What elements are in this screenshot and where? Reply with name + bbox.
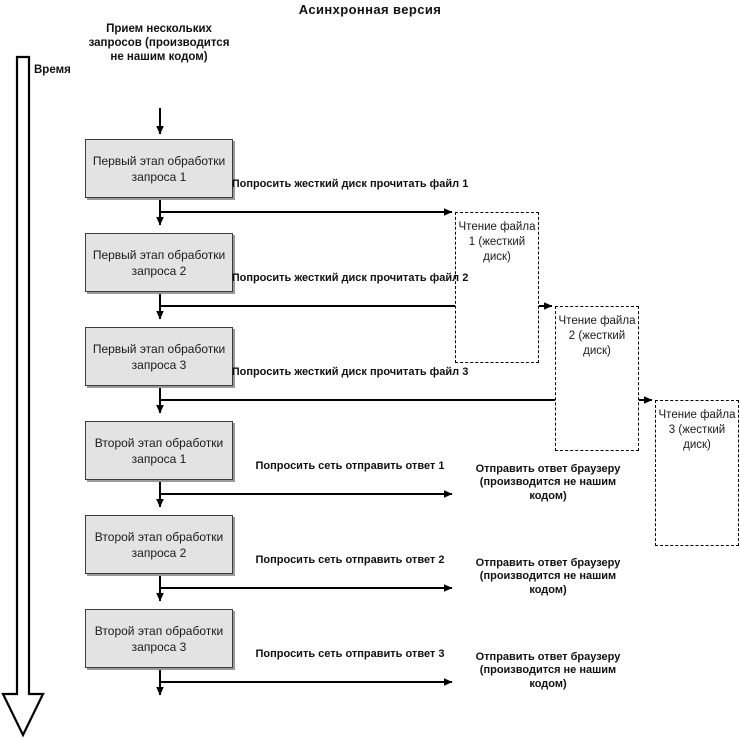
process-box-stage1-req3[interactable]: Первый этап обработки запроса 3 xyxy=(85,327,233,386)
process-box-label: Второй этап обработки запроса 3 xyxy=(94,623,224,654)
process-box-label: Второй этап обработки запроса 2 xyxy=(94,529,224,560)
network-request-caption-2: Попросить сеть отправить ответ 2 xyxy=(255,554,445,566)
process-box-label: Второй этап обработки запроса 1 xyxy=(94,435,224,466)
time-axis-arrow xyxy=(1,55,45,738)
process-box-stage1-req1[interactable]: Первый этап обработки запроса 1 xyxy=(85,139,233,198)
disk-request-caption-1: Попросить жесткий диск прочитать файл 1 xyxy=(231,178,469,190)
intake-caption: Прием нескольких запросов (производится … xyxy=(88,23,230,64)
process-box-label: Первый этап обработки запроса 2 xyxy=(92,247,226,278)
disk-read-box-1[interactable]: Чтение файла 1 (жесткий диск) xyxy=(455,212,539,363)
process-box-stage1-req2[interactable]: Первый этап обработки запроса 2 xyxy=(85,233,233,292)
process-box-stage2-req2[interactable]: Второй этап обработки запроса 2 xyxy=(85,515,233,574)
process-box-stage2-req1[interactable]: Второй этап обработки запроса 1 xyxy=(85,421,233,480)
process-box-label: Первый этап обработки запроса 3 xyxy=(92,341,226,372)
network-request-caption-3: Попросить сеть отправить ответ 3 xyxy=(255,648,445,660)
disk-request-caption-2: Попросить жесткий диск прочитать файл 2 xyxy=(231,272,469,284)
disk-read-label: Чтение файла 1 (жесткий диск) xyxy=(458,221,536,263)
network-response-caption-1: Отправить ответ браузеру (производится н… xyxy=(475,463,621,502)
disk-read-box-3[interactable]: Чтение файла 3 (жесткий диск) xyxy=(655,400,739,546)
time-axis-label: Время xyxy=(34,64,71,76)
disk-read-label: Чтение файла 2 (жесткий диск) xyxy=(558,315,636,357)
page-title: Асинхронная версия xyxy=(298,2,442,17)
network-request-caption-1: Попросить сеть отправить ответ 1 xyxy=(255,460,445,472)
network-response-caption-2: Отправить ответ браузеру (производится н… xyxy=(475,557,621,596)
disk-read-box-2[interactable]: Чтение файла 2 (жесткий диск) xyxy=(555,306,639,451)
process-box-stage2-req3[interactable]: Второй этап обработки запроса 3 xyxy=(85,609,233,668)
network-response-caption-3: Отправить ответ браузеру (производится н… xyxy=(475,651,621,690)
disk-read-label: Чтение файла 3 (жесткий диск) xyxy=(658,409,736,451)
disk-request-caption-3: Попросить жесткий диск прочитать файл 3 xyxy=(231,366,469,378)
process-box-label: Первый этап обработки запроса 1 xyxy=(92,153,226,184)
